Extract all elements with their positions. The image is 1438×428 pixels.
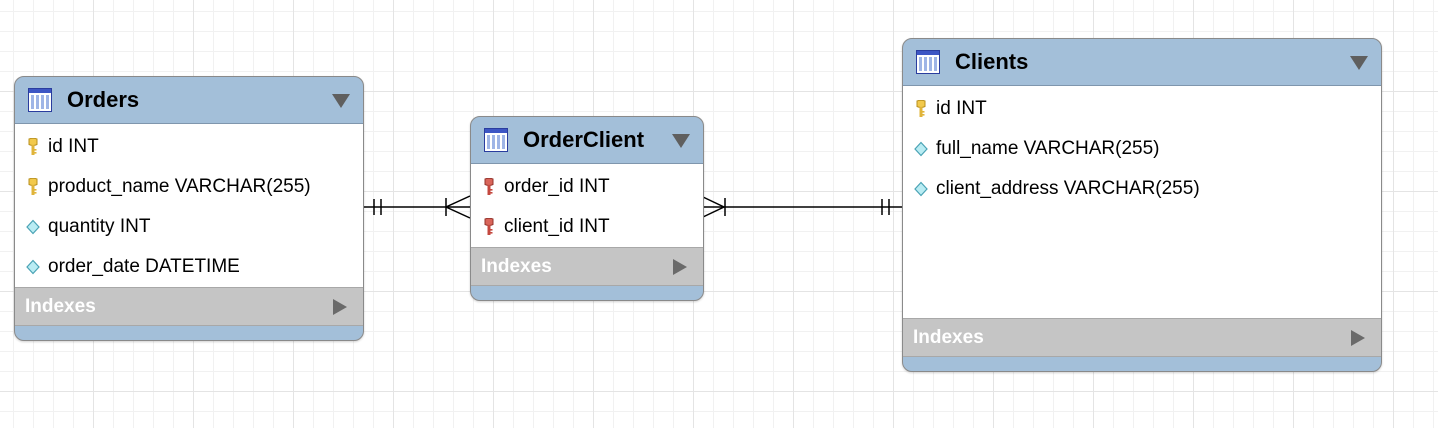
indexes-label: Indexes — [481, 255, 552, 277]
column-label: client_address VARCHAR(255) — [936, 178, 1200, 199]
table-orderclient[interactable]: OrderClient order_id INT client_id INT I… — [470, 116, 704, 301]
table-name: OrderClient — [523, 127, 645, 152]
crowfoot-orderclient-left — [444, 195, 471, 219]
table-name: Clients — [955, 49, 1029, 74]
collapse-arrow-icon[interactable] — [1350, 56, 1368, 70]
column-label: id INT — [48, 136, 99, 157]
column-label: order_id INT — [504, 176, 610, 197]
column-row[interactable]: quantity INT — [15, 207, 363, 247]
column-diamond-icon — [914, 140, 928, 158]
column-label: quantity INT — [48, 216, 151, 237]
indexes-section[interactable]: Indexes — [15, 287, 363, 326]
table-icon — [28, 88, 52, 112]
column-row[interactable]: full_name VARCHAR(255) — [903, 129, 1381, 169]
table-header[interactable]: OrderClient — [471, 117, 703, 164]
column-label: client_id INT — [504, 216, 610, 237]
column-row[interactable]: client_id INT — [471, 207, 703, 247]
column-diamond-icon — [914, 180, 928, 198]
column-label: full_name VARCHAR(255) — [936, 138, 1160, 159]
column-diamond-icon — [26, 218, 40, 236]
expand-arrow-icon[interactable] — [673, 259, 687, 275]
column-row[interactable]: id INT — [15, 127, 363, 167]
foreign-key-icon — [482, 178, 496, 196]
column-row[interactable]: client_address VARCHAR(255) — [903, 169, 1381, 209]
table-header[interactable]: Clients — [903, 39, 1381, 86]
column-label: order_date DATETIME — [48, 256, 240, 277]
column-row[interactable]: id INT — [903, 89, 1381, 129]
indexes-section[interactable]: Indexes — [903, 318, 1381, 357]
column-label: id INT — [936, 98, 987, 119]
column-list: id INT full_name VARCHAR(255) client_add… — [903, 86, 1381, 318]
column-row[interactable]: order_id INT — [471, 167, 703, 207]
column-label: product_name VARCHAR(255) — [48, 176, 311, 197]
table-name: Orders — [67, 87, 140, 112]
table-orders[interactable]: Orders id INT product_name VARCHAR(255) … — [14, 76, 364, 341]
table-footer — [903, 357, 1381, 371]
collapse-arrow-icon[interactable] — [672, 134, 690, 148]
expand-arrow-icon[interactable] — [333, 299, 347, 315]
collapse-arrow-icon[interactable] — [332, 94, 350, 108]
column-diamond-icon — [26, 258, 40, 276]
column-row[interactable]: product_name VARCHAR(255) — [15, 167, 363, 207]
table-clients[interactable]: Clients id INT full_name VARCHAR(255) cl… — [902, 38, 1382, 372]
indexes-label: Indexes — [913, 326, 984, 348]
indexes-section[interactable]: Indexes — [471, 247, 703, 286]
indexes-label: Indexes — [25, 295, 96, 317]
primary-key-icon — [26, 138, 40, 156]
foreign-key-icon — [482, 218, 496, 236]
crowfoot-orderclient-right — [702, 196, 726, 218]
table-icon — [484, 128, 508, 152]
table-header[interactable]: Orders — [15, 77, 363, 124]
table-footer — [15, 326, 363, 340]
primary-key-icon — [914, 100, 928, 118]
column-list: id INT product_name VARCHAR(255) quantit… — [15, 124, 363, 287]
table-icon — [916, 50, 940, 74]
column-list: order_id INT client_id INT — [471, 164, 703, 247]
table-footer — [471, 286, 703, 300]
column-row[interactable]: order_date DATETIME — [15, 247, 363, 287]
expand-arrow-icon[interactable] — [1351, 330, 1365, 346]
primary-key-icon — [26, 178, 40, 196]
